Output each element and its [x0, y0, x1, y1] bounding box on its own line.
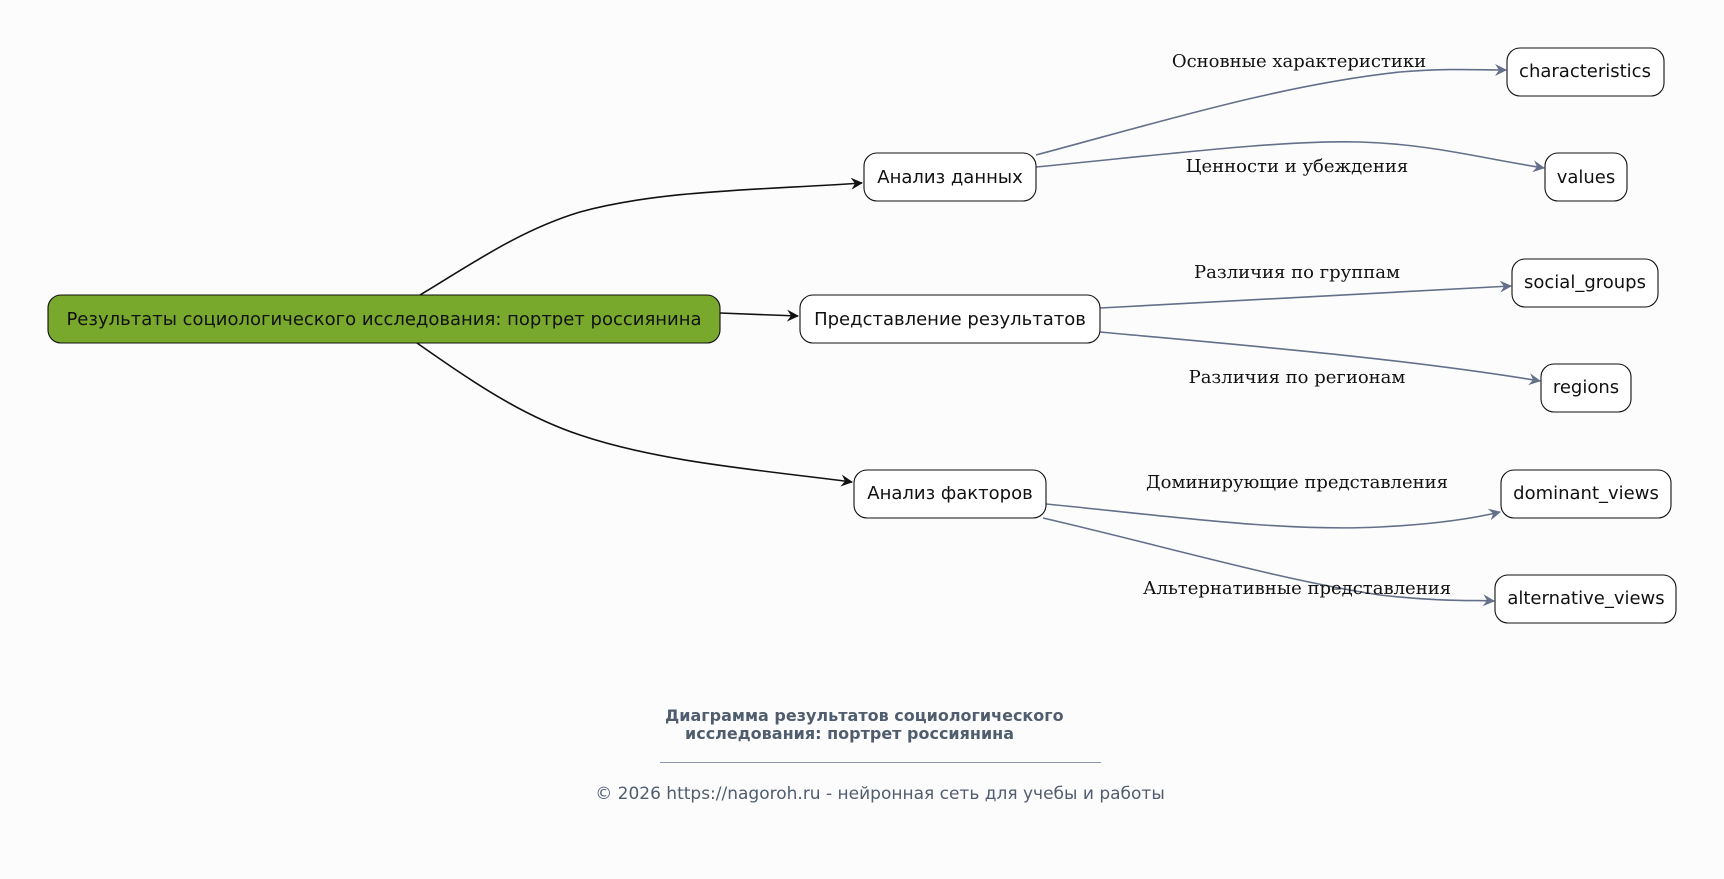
edge-label-alternative-views: Альтернативные представления	[1143, 578, 1451, 599]
edge-root-to-results-presentation	[719, 309, 799, 322]
caption-divider	[660, 762, 1101, 763]
node-values[interactable]: values	[1544, 152, 1628, 202]
node-regions[interactable]: regions	[1540, 363, 1632, 413]
node-characteristics[interactable]: characteristics	[1506, 47, 1665, 97]
edge-label-dominant-views: Доминирующие представления	[1146, 472, 1448, 493]
edge-label-characteristics: Основные характеристики	[1172, 51, 1426, 72]
diagram-caption-title: Диаграмма результатов социологического и…	[620, 707, 1100, 743]
node-data-analysis-label: Анализ данных	[877, 167, 1023, 188]
edge-factors-to-alternative-views	[1042, 517, 1495, 607]
caption-title-line1: Диаграмма результатов социологического	[665, 706, 1064, 725]
node-factors-analysis[interactable]: Анализ факторов	[853, 469, 1047, 519]
edge-label-regions: Различия по регионам	[1189, 367, 1406, 388]
edge-data-analysis-to-characteristics	[1035, 63, 1507, 156]
edge-results-to-regions	[1099, 331, 1541, 386]
node-alternative-views[interactable]: alternative_views	[1494, 574, 1677, 624]
copyright-text: © 2026 https://nagoroh.ru - нейронная се…	[595, 784, 1165, 804]
node-regions-label: regions	[1553, 377, 1619, 398]
node-social-groups-label: social_groups	[1524, 272, 1646, 293]
node-alternative-views-label: alternative_views	[1507, 588, 1664, 609]
node-characteristics-label: characteristics	[1519, 61, 1651, 82]
node-dominant-views[interactable]: dominant_views	[1500, 469, 1672, 519]
root-node-label: Результаты социологического исследования…	[66, 309, 701, 330]
node-results-presentation-label: Представление результатов	[814, 309, 1086, 330]
node-data-analysis[interactable]: Анализ данных	[863, 152, 1037, 202]
edge-root-to-factors-analysis	[416, 342, 853, 487]
caption-title-line2: исследования: портрет россиянина	[685, 724, 1015, 743]
node-dominant-views-label: dominant_views	[1513, 483, 1659, 504]
edge-data-analysis-to-values	[1035, 141, 1545, 173]
edge-factors-to-dominant-views	[1045, 503, 1501, 529]
edge-label-values: Ценности и убеждения	[1186, 156, 1408, 177]
node-results-presentation[interactable]: Представление результатов	[799, 294, 1101, 344]
edge-label-social-groups: Различия по группам	[1194, 262, 1400, 283]
edge-root-to-data-analysis	[419, 177, 863, 296]
node-values-label: values	[1557, 167, 1616, 188]
node-social-groups[interactable]: social_groups	[1511, 258, 1659, 308]
root-node[interactable]: Результаты социологического исследования…	[47, 294, 721, 344]
node-factors-analysis-label: Анализ факторов	[867, 483, 1032, 504]
edge-results-to-social-groups	[1099, 280, 1512, 309]
